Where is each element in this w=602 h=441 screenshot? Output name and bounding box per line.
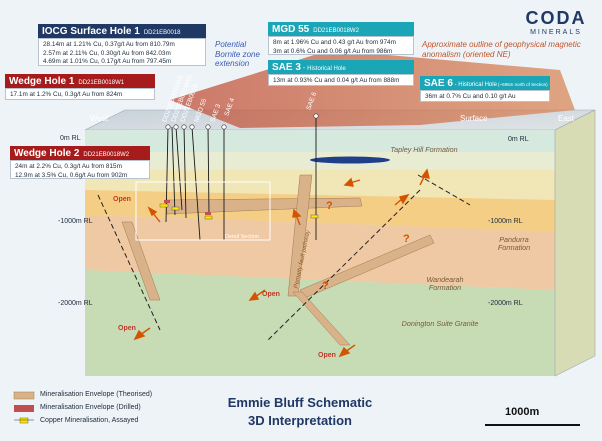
mgd55-title-text: MGD 55 bbox=[272, 24, 310, 35]
tapley-label: Tapley Hill Formation bbox=[390, 145, 458, 154]
wedge1-title-text: Wedge Hole 1 bbox=[9, 76, 75, 87]
wedge2-code: DD21EB0018W2 bbox=[83, 152, 130, 158]
tapley-lens bbox=[310, 156, 390, 164]
depth-0m-left: 0m RL bbox=[60, 135, 81, 142]
bornite-annotation: Potential Bornite zone extension bbox=[215, 40, 260, 69]
iocg-title-text: IOCG Surface Hole 1 bbox=[42, 26, 140, 37]
iocg-code: DD21EB0018 bbox=[143, 30, 181, 36]
copper-assays bbox=[159, 203, 319, 220]
wedge2-title-text: Wedge Hole 2 bbox=[14, 148, 80, 159]
label-east: East bbox=[558, 114, 575, 123]
sae3-title-text: SAE 3 bbox=[272, 62, 301, 73]
fault-right bbox=[417, 174, 471, 206]
fault-centre bbox=[267, 189, 421, 341]
sae6-results: 36m at 0.7% Cu and 0.10 g/t Au bbox=[420, 90, 550, 102]
sae6-line-1: 36m at 0.7% Cu and 0.10 g/t Au bbox=[425, 93, 516, 100]
sae6-title: SAE 6 - Historical Hole(~695m north of S… bbox=[420, 76, 550, 90]
drilled-envelope-points bbox=[164, 200, 211, 215]
mgd55-line-1: 8m at 1.96% Cu and 0.43 g/t Au from 974m bbox=[273, 39, 396, 46]
wedge1-results: 17.1m at 1.2% Cu, 0.3g/t Au from 824m bbox=[5, 88, 155, 100]
granite-layer bbox=[85, 270, 555, 376]
envelope-theorised-left bbox=[121, 221, 161, 301]
block-side bbox=[554, 109, 596, 377]
mgd55-results: 8m at 1.96% Cu and 0.43 g/t Au from 974m… bbox=[268, 36, 414, 55]
depth-1000m-left: -1000m RL bbox=[58, 218, 93, 225]
wedge2-results: 24m at 2.2% Cu, 0.3g/t Au from 815m 12.9… bbox=[10, 160, 150, 179]
mgd55-code: DD21EB0018W2 bbox=[313, 28, 359, 34]
question-2: ? bbox=[403, 233, 410, 245]
open-label-2: Open bbox=[118, 325, 136, 332]
scale-label: 1000m bbox=[505, 406, 540, 418]
open-label-1: Open bbox=[113, 196, 131, 203]
open-label-4: Open bbox=[318, 352, 336, 359]
anomalism-annotation: Approximate outline of geophysical magne… bbox=[422, 40, 581, 59]
wedge2-line-2: 12.9m at 3.5% Cu, 0.6g/t Au from 902m bbox=[15, 171, 128, 179]
cover-layer bbox=[85, 130, 555, 152]
envelope-theorised-lower bbox=[292, 291, 351, 346]
sae3-sub: Historical Hole bbox=[307, 66, 346, 72]
footer-subtitle: 3D Interpretation bbox=[247, 413, 352, 428]
wedge1-line-1: 17.1m at 1.2% Cu, 0.3g/t Au from 824m bbox=[10, 91, 123, 98]
sae3-line-1: 13m at 0.93% Cu and 0.04 g/t Au from 888… bbox=[273, 77, 400, 84]
legend-theorised: Mineralisation Envelope (Theorised) bbox=[40, 391, 153, 398]
legend-swatch-theorised bbox=[13, 391, 35, 400]
sae6-sub2: (~695m north of Section) bbox=[497, 82, 548, 87]
question-1: ? bbox=[322, 280, 329, 292]
logo-subtitle: MINERALS bbox=[530, 29, 582, 36]
iocg-line-2: 2.57m at 2.11% Cu, 0.30g/t Au from 842.0… bbox=[43, 49, 171, 57]
label-surface: Surface bbox=[460, 114, 488, 123]
open-label-3: Open bbox=[262, 291, 280, 298]
legend-drilled: Mineralisation Envelope (Drilled) bbox=[40, 404, 141, 411]
detail-section-box bbox=[135, 181, 271, 241]
depth-2000m-right: -2000m RL bbox=[488, 300, 523, 307]
depth-0m-right: 0m RL bbox=[508, 136, 529, 143]
donington-label: Donington Suite Granite bbox=[401, 319, 479, 328]
flow-arrows bbox=[133, 168, 430, 358]
iocg-results: 28.14m at 1.21% Cu, 0.37g/t Au from 810.… bbox=[38, 38, 206, 66]
drill-holes bbox=[165, 116, 317, 241]
coda-logo: CODA MINERALS bbox=[515, 8, 597, 36]
question-3: ? bbox=[326, 200, 333, 212]
legend-swatch-drilled bbox=[14, 405, 34, 412]
sae3-results: 13m at 0.93% Cu and 0.04 g/t Au from 888… bbox=[268, 74, 414, 86]
depth-1000m-right: -1000m RL bbox=[488, 218, 523, 225]
legend-swatch-copper bbox=[19, 417, 29, 424]
wedge2-line-1: 24m at 2.2% Cu, 0.3g/t Au from 815m bbox=[15, 163, 122, 170]
wandearah-layer bbox=[85, 215, 555, 290]
legend-copper: Copper Mineralisation, Assayed bbox=[40, 417, 139, 424]
depth-2000m-left: -2000m RL bbox=[58, 300, 93, 307]
pandurra-label: Pandurra Formation bbox=[497, 235, 531, 253]
sae6-title-text: SAE 6 bbox=[424, 78, 453, 89]
footer-title: Emmie Bluff Schematic bbox=[227, 395, 373, 410]
detail-section-label: Detail Section bbox=[225, 234, 259, 240]
hole-collars bbox=[165, 113, 319, 130]
sae3-title: SAE 3 - Historical Hole bbox=[268, 60, 414, 74]
fault-left bbox=[97, 194, 161, 331]
iocg-line-3: 4.69m at 1.01% Cu, 0.17g/t Au from 797.4… bbox=[43, 58, 172, 66]
label-west: West bbox=[90, 114, 109, 123]
logo-name: CODA bbox=[525, 8, 587, 28]
iocg-line-1: 28.14m at 1.21% Cu, 0.37g/t Au from 810.… bbox=[43, 41, 175, 48]
wedge1-code: DD21EB0018W1 bbox=[78, 80, 125, 86]
wandearah-label: Wandearah Formation bbox=[426, 275, 464, 293]
mgd55-line-2: 3m at 0.6% Cu and 0.06 g/t Au from 986m bbox=[273, 47, 393, 55]
sae6-sub: Historical Hole bbox=[458, 82, 497, 88]
